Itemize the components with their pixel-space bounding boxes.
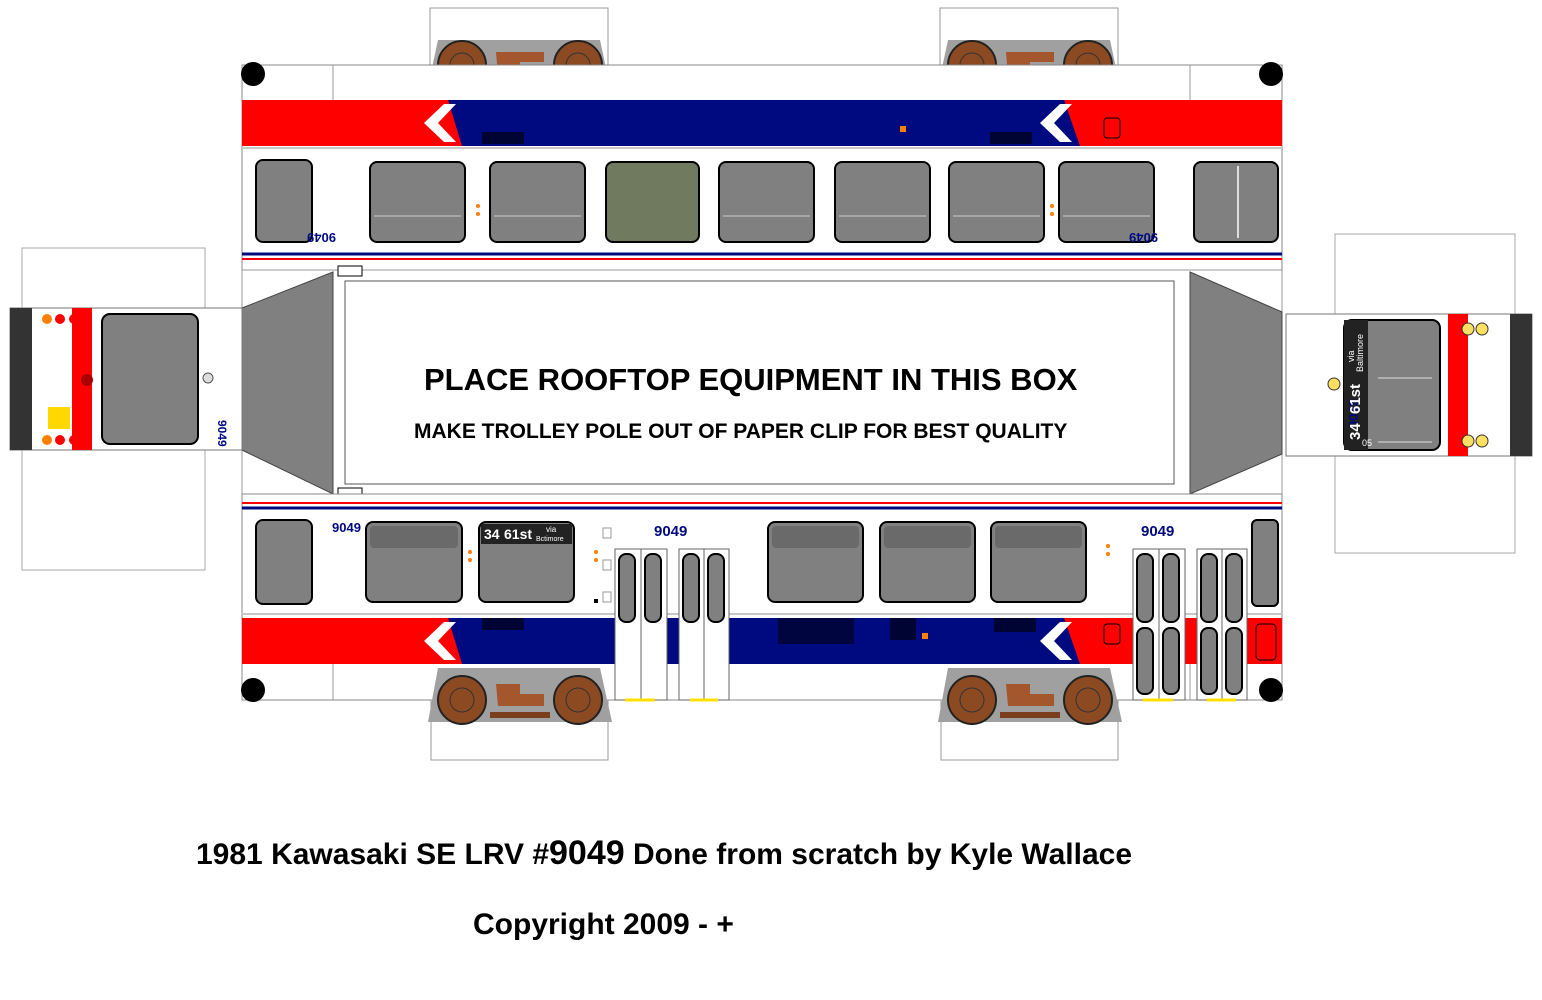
end-sign-route: 34: [1347, 423, 1364, 440]
caption-suffix: Done from scratch by Kyle Wallace: [624, 838, 1133, 871]
car-side-bottom: [241, 493, 1283, 702]
car-number-bottom-right: 9049: [1141, 523, 1174, 540]
side-sign-via-name: Bctimore: [536, 536, 564, 543]
car-number-top-right: 9049: [1129, 230, 1158, 245]
car-number-bottom-left: 9049: [332, 520, 361, 535]
side-sign-via: via: [546, 525, 557, 534]
side-sign-destination: 61st: [504, 526, 532, 542]
caption: 1981 Kawasaki SE LRV #9049 Done from scr…: [196, 834, 1132, 873]
caption-prefix: 1981 Kawasaki SE LRV #: [196, 838, 549, 871]
bottom-truck-right: [938, 668, 1122, 761]
end-sign-code: 05: [1362, 438, 1372, 448]
end-sign-via: via: [1346, 350, 1356, 362]
car-side-top: [241, 62, 1283, 271]
rooftop-box-title: PLACE ROOFTOP EQUIPMENT IN THIS BOX: [424, 362, 1078, 397]
car-number-bottom-center: 9049: [654, 523, 687, 540]
caption-number: 9049: [549, 834, 625, 872]
copyright: Copyright 2009 - +: [473, 908, 734, 941]
rooftop-equipment-box: [344, 280, 1175, 485]
side-sign-route: 34: [484, 526, 500, 542]
end-sign-destination: 61st: [1347, 384, 1364, 414]
roof-panel: [241, 265, 1283, 499]
car-number-top-left: 9049: [307, 230, 336, 245]
bottom-truck-left: [428, 668, 612, 761]
side-destination-sign: [481, 524, 572, 544]
end-cap-left: [9, 247, 243, 571]
end-cap-right: [1285, 233, 1533, 554]
car-number-end-left: 9049: [215, 420, 229, 447]
car-number-end-right: 9049: [1346, 399, 1361, 428]
end-sign-via-name: Baltimore: [1355, 334, 1365, 372]
rooftop-box-subtitle: MAKE TROLLEY POLE OUT OF PAPER CLIP FOR …: [414, 420, 1068, 443]
